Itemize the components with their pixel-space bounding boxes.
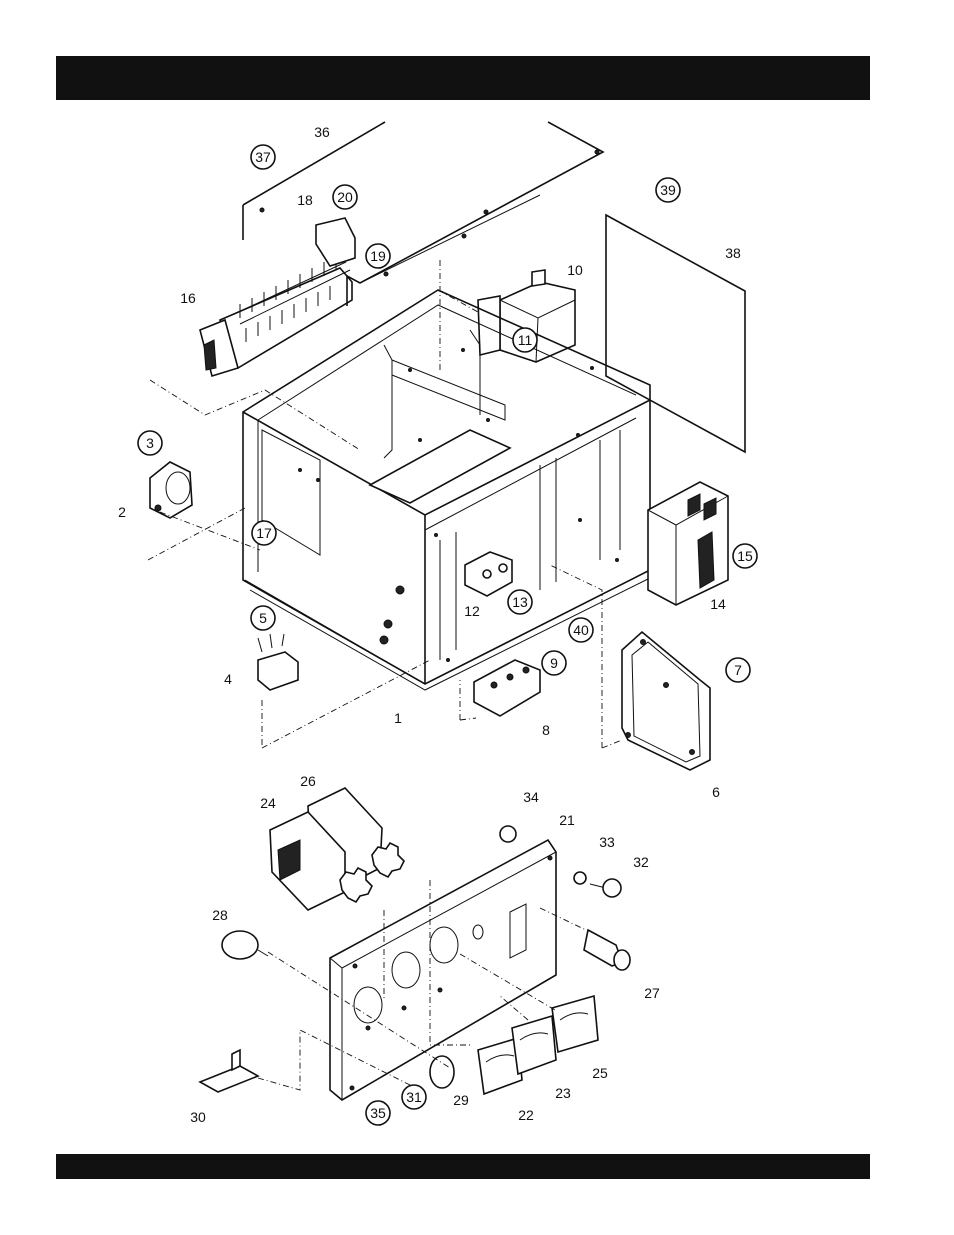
panel-screw	[574, 872, 621, 897]
callout-number: 12	[464, 603, 480, 619]
callout-number: 3	[146, 435, 154, 451]
callout-17: 17	[252, 521, 276, 545]
callout-number: 29	[453, 1092, 469, 1108]
callout-number: 8	[542, 722, 550, 738]
callout-number: 40	[573, 622, 589, 638]
callout-number: 1	[394, 710, 402, 726]
callout-31: 31	[402, 1085, 426, 1109]
callout-18: 18	[297, 192, 313, 208]
top-cover-plate	[243, 122, 603, 306]
rheostat	[222, 931, 268, 959]
callout-number: 6	[712, 784, 720, 800]
capacitor	[258, 634, 298, 690]
callout-number: 21	[559, 812, 575, 828]
callout-number: 28	[212, 907, 228, 923]
callout-number: 7	[734, 662, 742, 678]
hour-meters	[270, 788, 404, 910]
callout-13: 13	[508, 590, 532, 614]
callout-26: 26	[300, 773, 316, 789]
circuit-breaker	[648, 482, 728, 605]
callout-number: 23	[555, 1085, 571, 1101]
callout-number: 20	[337, 189, 353, 205]
knob	[430, 1056, 454, 1088]
side-panel	[606, 215, 745, 452]
callout-number: 18	[297, 192, 313, 208]
callout-27: 27	[644, 985, 660, 1001]
callout-35: 35	[366, 1101, 390, 1125]
callout-24: 24	[260, 795, 276, 811]
callout-number: 5	[259, 610, 267, 626]
callout-number: 14	[710, 596, 726, 612]
callout-15: 15	[733, 544, 757, 568]
callout-number: 17	[256, 525, 272, 541]
callout-39: 39	[656, 178, 680, 202]
callout-8: 8	[542, 722, 550, 738]
callout-6: 6	[712, 784, 720, 800]
callout-number: 30	[190, 1109, 206, 1125]
callout-23: 23	[555, 1085, 571, 1101]
callout-28: 28	[212, 907, 228, 923]
callout-20: 20	[333, 185, 357, 209]
callout-number: 25	[592, 1065, 608, 1081]
rectifier	[474, 660, 540, 716]
callout-34: 34	[523, 789, 539, 805]
callout-2: 2	[118, 504, 126, 520]
callout-16: 16	[180, 290, 196, 306]
callout-number: 37	[255, 149, 271, 165]
callout-33: 33	[599, 834, 615, 850]
callout-29: 29	[453, 1092, 469, 1108]
callout-number: 38	[725, 245, 741, 261]
callout-4: 4	[224, 671, 232, 687]
callout-14: 14	[710, 596, 726, 612]
callout-7: 7	[726, 658, 750, 682]
callout-number: 2	[118, 504, 126, 520]
callout-number: 27	[644, 985, 660, 1001]
callout-30: 30	[190, 1109, 206, 1125]
callout-22: 22	[518, 1107, 534, 1123]
callout-number: 39	[660, 182, 676, 198]
callout-number: 34	[523, 789, 539, 805]
callout-38: 38	[725, 245, 741, 261]
fan	[150, 462, 192, 518]
callout-number: 10	[567, 262, 583, 278]
callout-40: 40	[569, 618, 593, 642]
fuse-holder	[584, 930, 630, 970]
callout-number: 31	[406, 1089, 422, 1105]
callout-number: 11	[518, 332, 533, 348]
callout-number: 33	[599, 834, 615, 850]
callout-number: 22	[518, 1107, 534, 1123]
callout-12: 12	[464, 603, 480, 619]
callout-36: 36	[314, 124, 330, 140]
control-box-cover	[622, 632, 710, 770]
callout-11: 11	[513, 328, 537, 352]
callout-5: 5	[251, 606, 275, 630]
bracket	[200, 1050, 258, 1092]
relay	[465, 552, 512, 596]
callout-37: 37	[251, 145, 275, 169]
callout-number: 26	[300, 773, 316, 789]
callout-number: 16	[180, 290, 196, 306]
callout-number: 13	[512, 594, 528, 610]
callout-number: 24	[260, 795, 276, 811]
callout-number: 9	[550, 655, 558, 671]
callout-10: 10	[567, 262, 583, 278]
callout-number: 15	[737, 548, 753, 564]
callout-number: 4	[224, 671, 232, 687]
callout-3: 3	[138, 431, 162, 455]
nut	[500, 826, 516, 842]
callout-21: 21	[559, 812, 575, 828]
callout-1: 1	[394, 710, 402, 726]
callout-number: 36	[314, 124, 330, 140]
callout-25: 25	[592, 1065, 608, 1081]
terminal-block	[200, 218, 355, 376]
callout-number: 35	[370, 1105, 386, 1121]
callout-9: 9	[542, 651, 566, 675]
callout-32: 32	[633, 854, 649, 870]
callout-number: 32	[633, 854, 649, 870]
callout-19: 19	[366, 244, 390, 268]
callout-number: 19	[370, 248, 386, 264]
